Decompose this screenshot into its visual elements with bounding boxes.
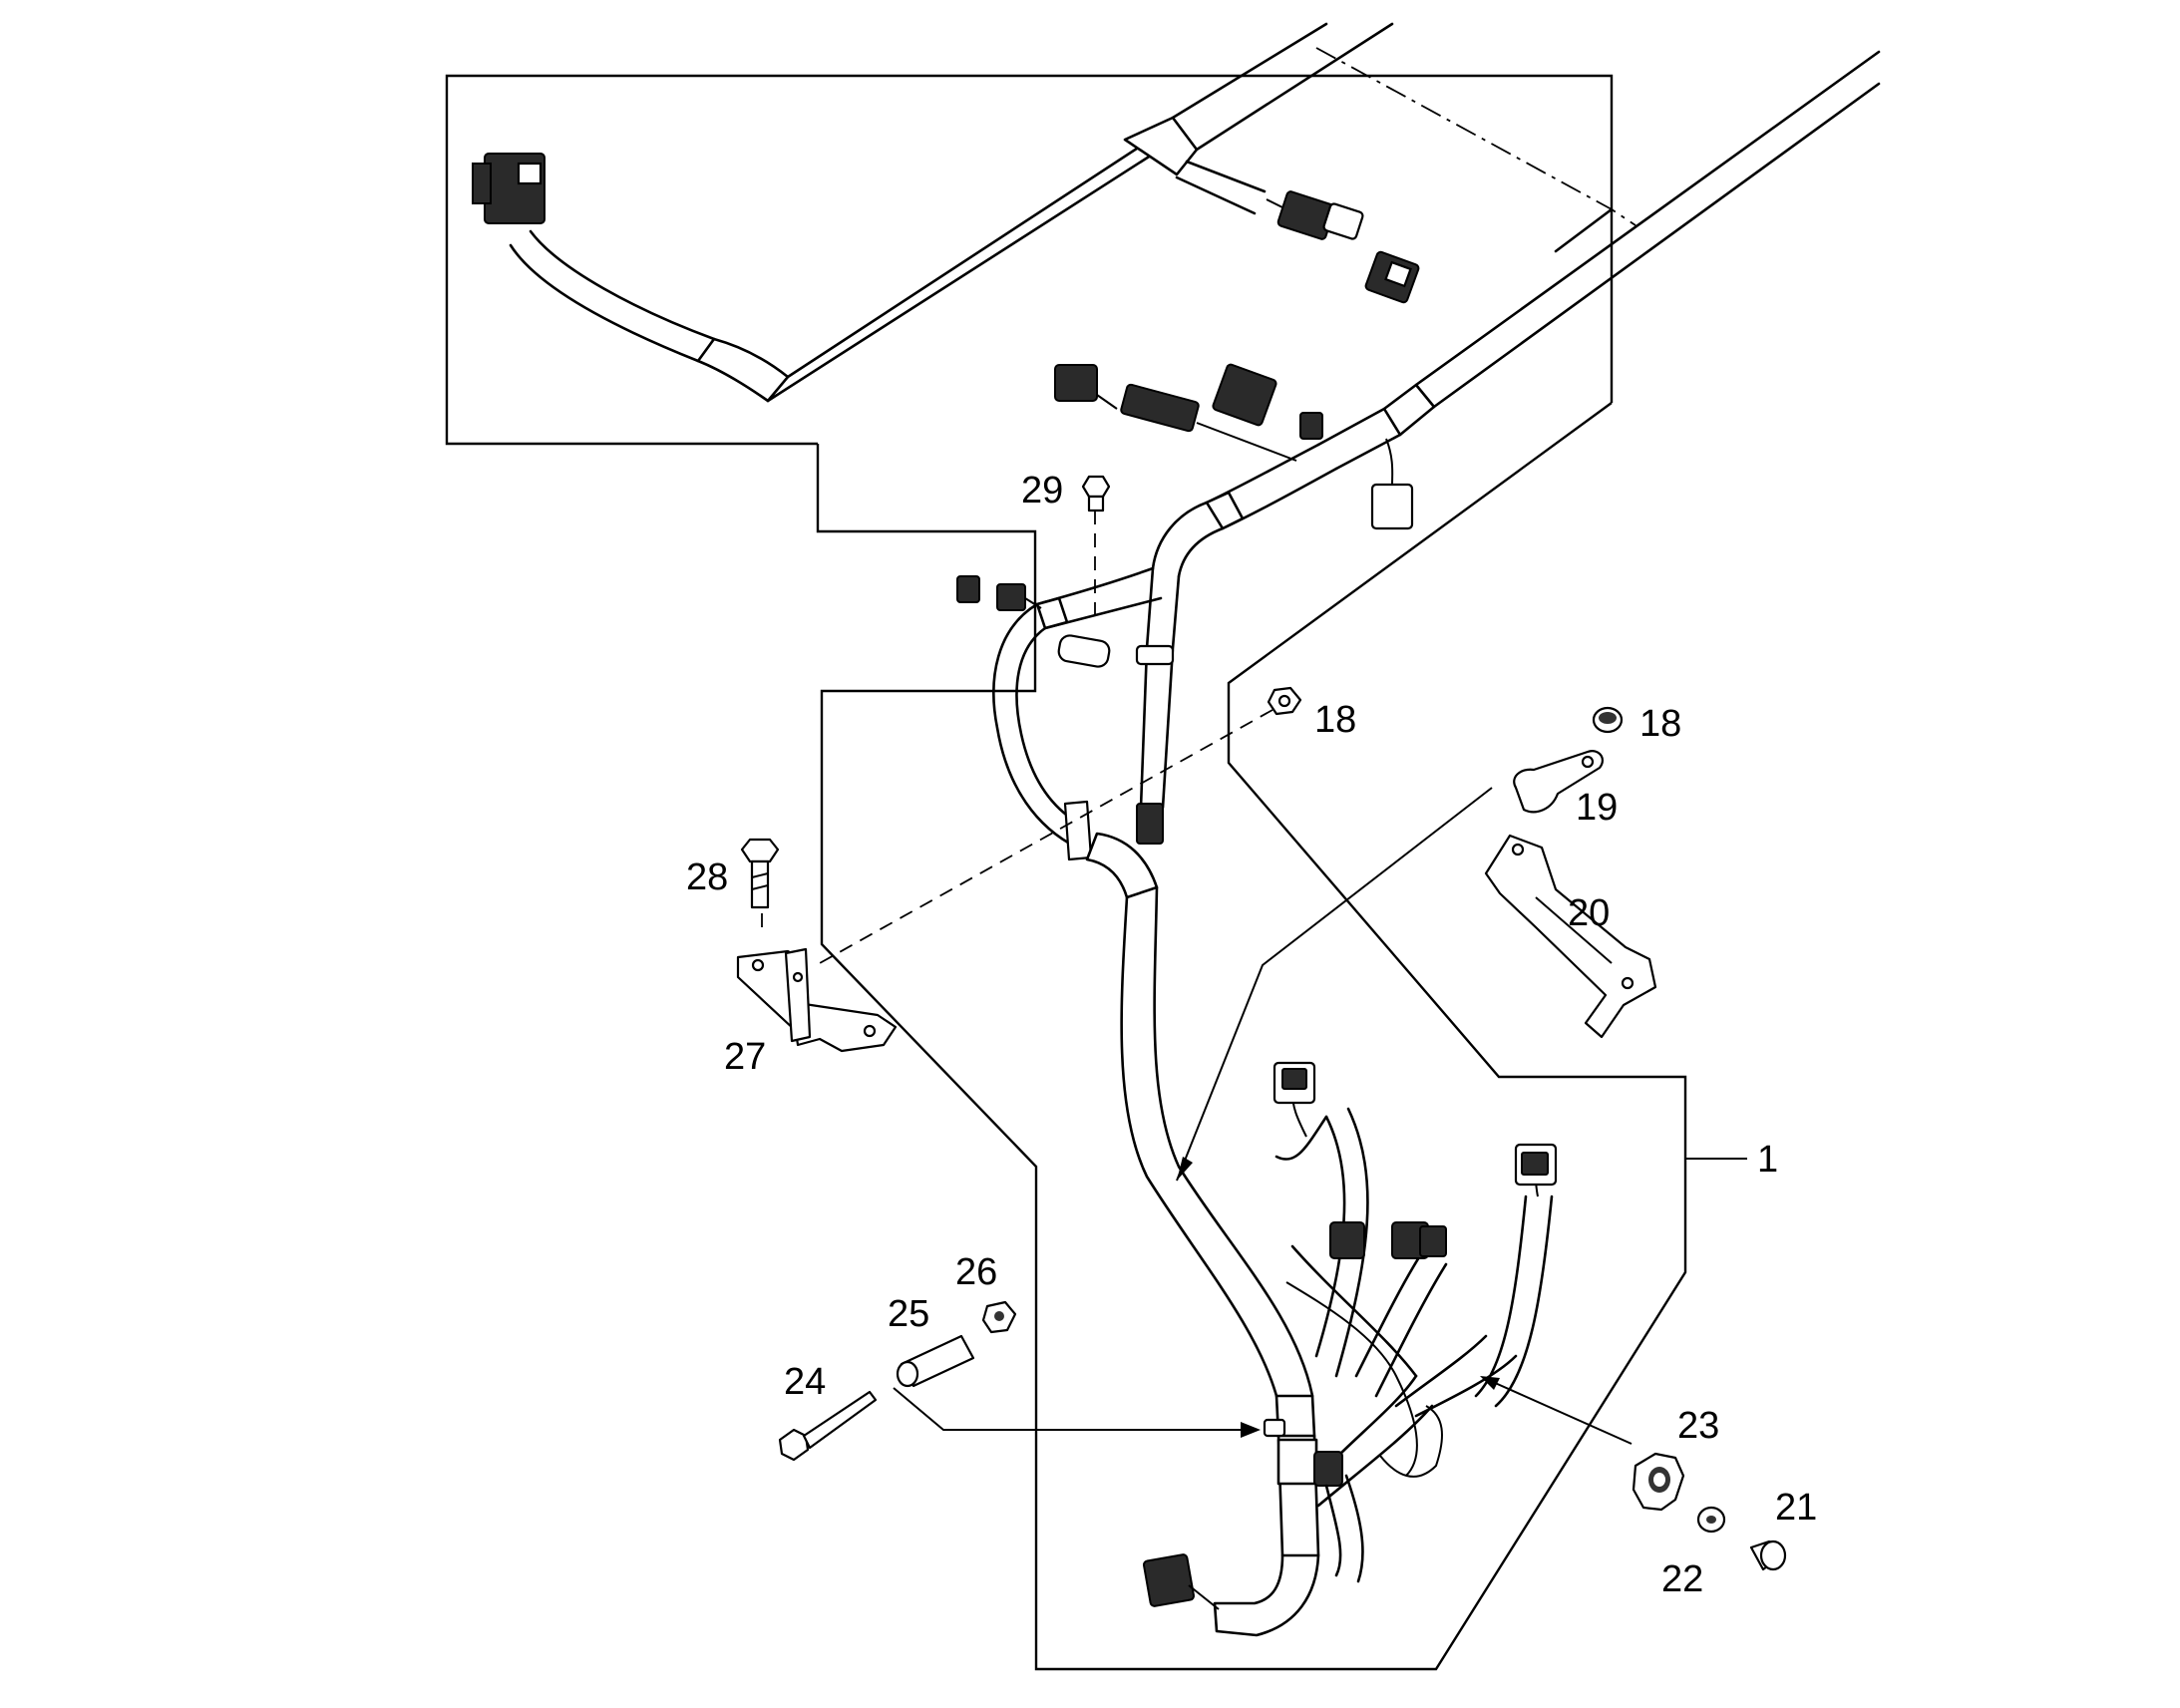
left-connector — [472, 153, 545, 224]
inset-connector-b — [1364, 250, 1420, 304]
loose-parts — [736, 475, 1787, 1571]
callout-29: 29 — [1021, 470, 1063, 512]
inset-connector-a — [1276, 190, 1364, 240]
callout-26: 26 — [955, 1251, 997, 1293]
callout-22: 22 — [1661, 1558, 1703, 1600]
part-18-nut-right — [1592, 706, 1624, 734]
callout-numbers: 1 18 18 19 20 21 22 23 24 25 26 27 28 29 — [686, 470, 1817, 1600]
callout-19: 19 — [1576, 787, 1618, 829]
reference-line — [1315, 47, 1636, 226]
part-28-bolt — [740, 838, 780, 909]
part-22-washer — [1696, 1506, 1726, 1534]
part-24-bolt — [778, 1390, 878, 1462]
callout-23: 23 — [1677, 1405, 1719, 1447]
part-29-bolt — [1081, 475, 1111, 512]
part-20-bracket — [1484, 834, 1657, 1039]
part-21-screw — [1749, 1539, 1787, 1571]
callout-25: 25 — [888, 1293, 929, 1335]
callout-18-right: 18 — [1639, 703, 1681, 745]
leader-lines — [761, 511, 1747, 1445]
part-25-spacer — [896, 1334, 975, 1388]
callout-28: 28 — [686, 856, 728, 898]
upper-harness-branch — [472, 22, 1420, 403]
part-18-nut-left — [1267, 686, 1302, 716]
callout-27: 27 — [724, 1036, 766, 1078]
part-26-nut — [981, 1300, 1017, 1334]
main-harness-trunk — [956, 50, 1881, 1637]
callout-1: 1 — [1757, 1139, 1778, 1181]
callout-20: 20 — [1568, 892, 1610, 934]
harness-outline-frame — [445, 74, 1687, 1671]
part-27-bracket — [736, 947, 898, 1053]
callout-18-left: 18 — [1314, 699, 1356, 741]
junction-connectors — [1054, 363, 1414, 530]
callout-24: 24 — [784, 1361, 826, 1403]
part-19-clip — [1513, 750, 1604, 814]
callout-21: 21 — [1775, 1487, 1817, 1529]
bottom-left-connector — [1142, 1553, 1220, 1610]
part-23-clip — [1632, 1452, 1685, 1512]
